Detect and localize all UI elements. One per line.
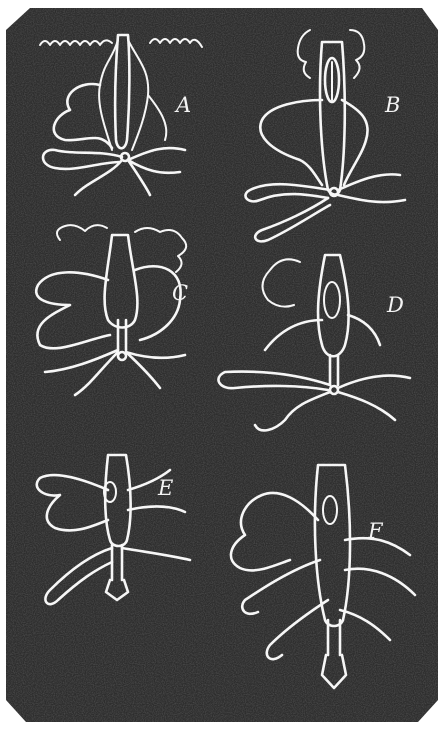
- label-c: C: [172, 281, 188, 305]
- label-a: A: [174, 93, 191, 117]
- label-f: F: [367, 519, 384, 543]
- label-d: D: [386, 293, 404, 317]
- plate-grain: [6, 8, 438, 722]
- label-b: B: [384, 93, 400, 117]
- label-e: E: [157, 476, 173, 500]
